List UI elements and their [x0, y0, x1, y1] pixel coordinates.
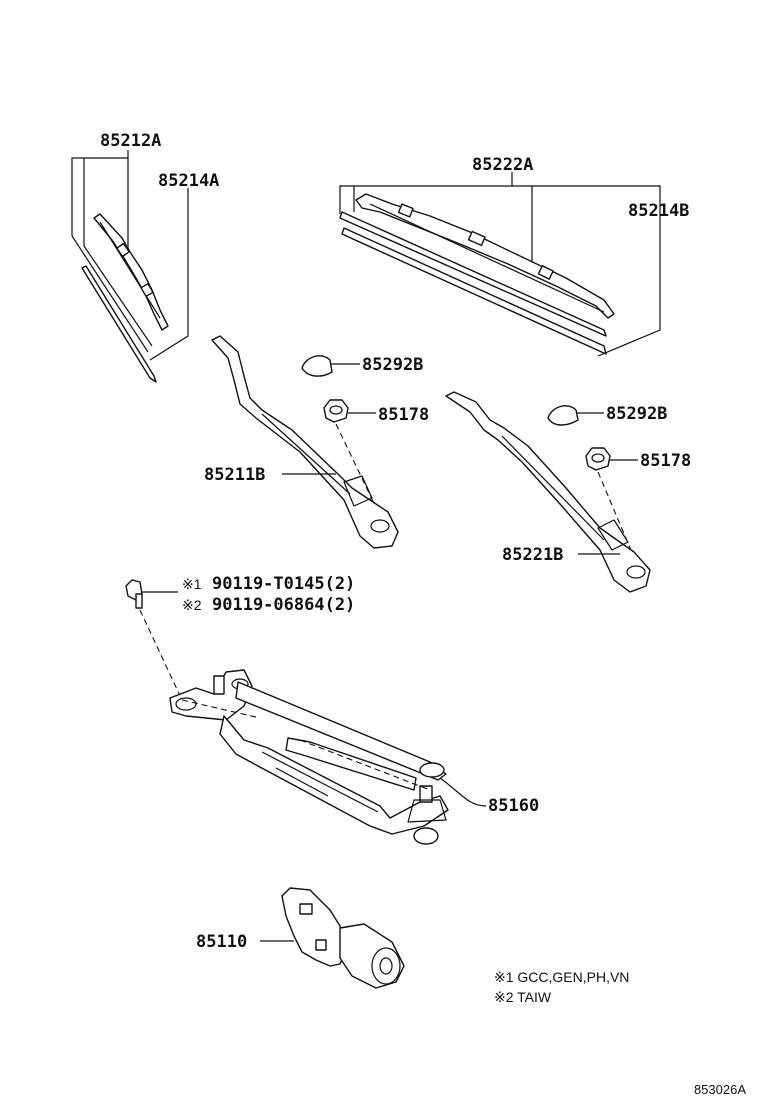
label-85110: 85110 — [196, 932, 247, 952]
label-85292B-left: 85292B — [362, 355, 423, 375]
wiper-arm-85211B — [211, 335, 399, 549]
callout-part-1: 90119-T0145(2) — [212, 574, 355, 594]
nut-85178-right — [585, 447, 611, 471]
bolt-icon — [125, 579, 143, 609]
note-1: ※1 GCC,GEN,PH,VN — [494, 969, 629, 985]
label-85221B: 85221B — [502, 545, 563, 565]
label-85211B: 85211B — [204, 465, 265, 485]
callout-part-2: 90119-06864(2) — [212, 595, 355, 615]
note-2: ※2 TAIW — [494, 989, 552, 1005]
label-85212A: 85212A — [100, 131, 161, 151]
label-85222A: 85222A — [472, 155, 533, 175]
diagram-ref: 853026A — [694, 1082, 746, 1097]
callout-mark-1: ※1 — [182, 576, 202, 592]
wiper-link-85160 — [169, 669, 449, 845]
nut-85178-left — [323, 399, 349, 423]
label-85292B-right: 85292B — [606, 404, 667, 424]
label-85178-right: 85178 — [640, 451, 691, 471]
label-85178-left: 85178 — [378, 405, 429, 425]
right-wiper-blade-assembly — [339, 172, 661, 357]
cap-85292B-left — [301, 355, 333, 377]
label-85214A: 85214A — [158, 171, 219, 191]
cap-85292B-right — [547, 405, 579, 426]
wiper-motor-85110 — [281, 887, 405, 989]
left-wiper-blade-assembly — [71, 150, 189, 383]
wiper-arm-85221B — [445, 391, 651, 593]
callout-mark-2: ※2 — [182, 597, 202, 613]
label-85214B: 85214B — [628, 201, 689, 221]
label-85160: 85160 — [488, 796, 539, 816]
